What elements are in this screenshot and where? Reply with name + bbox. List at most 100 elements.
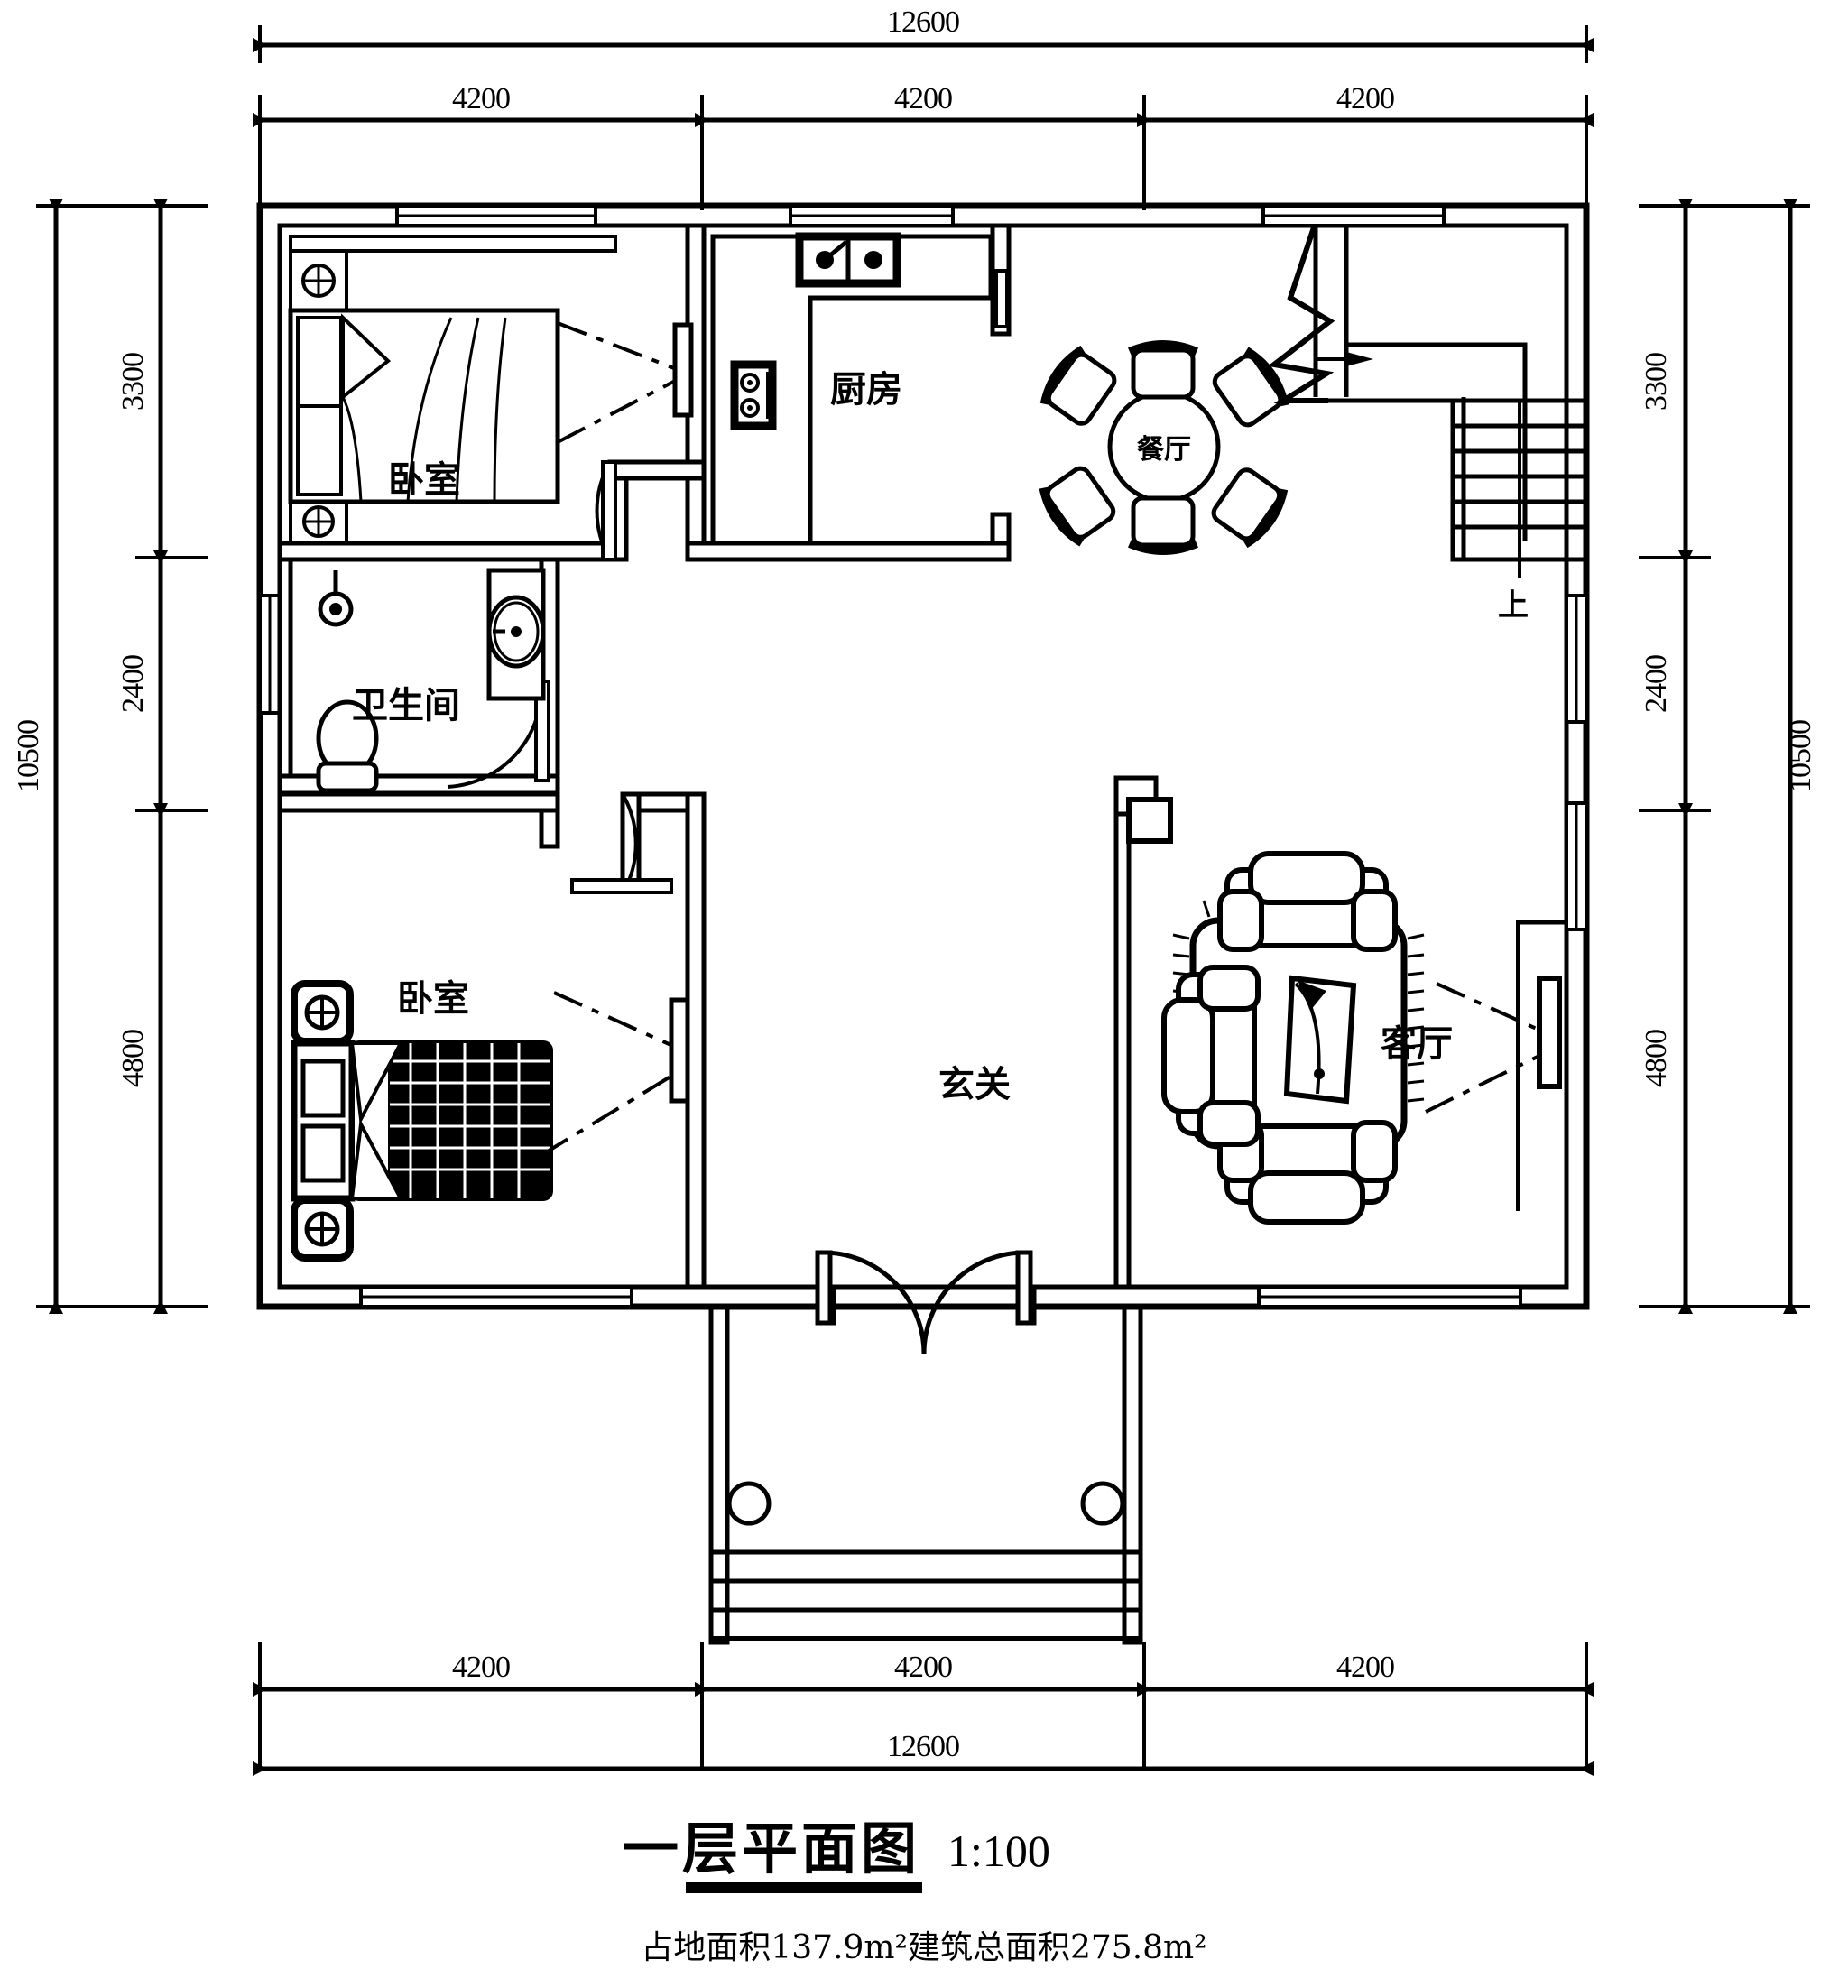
dim-arrow-u: [1678, 803, 1693, 818]
sink-faucet: [823, 240, 848, 262]
bed-pillow-b2: [300, 1123, 346, 1183]
leader-line-c: [553, 991, 676, 1049]
stove-burner-dot-a: [747, 380, 753, 385]
dim-arrow-r: [49, 1299, 63, 1314]
tv-console: [1126, 797, 1173, 844]
sofa-left-arm-b: [1197, 1100, 1261, 1147]
window-bottom-1: [359, 1285, 633, 1308]
porch-column-right: [1080, 1481, 1125, 1526]
dim-arrow-h: [695, 1682, 709, 1697]
dim-arrow-v: [1678, 1299, 1693, 1314]
room-label-bedroom-bottom: 卧室: [397, 978, 469, 1020]
chair-back-n: [1128, 340, 1198, 356]
bed-quilt-fold-a: [341, 313, 392, 402]
door-entry-double: [815, 1250, 1033, 1355]
window-top-3: [1261, 204, 1446, 227]
bed-pillow-b1: [300, 1059, 346, 1118]
leader-line-b: [557, 377, 679, 444]
entry-door-leaf-right: [1015, 1250, 1033, 1326]
sofa-top-back: [1248, 851, 1365, 905]
room-label-bedroom-top: 卧室: [388, 459, 460, 501]
sofa-top: [1217, 851, 1398, 952]
bed-quilt-b: [388, 1041, 552, 1200]
stair-break-symbol: [1267, 227, 1335, 403]
room-label-foyer: 玄关: [938, 1064, 1011, 1105]
entry-door-arc-left: [822, 1250, 927, 1355]
dim-arrow-e: [1137, 113, 1151, 127]
door-leaf-c: [570, 878, 673, 894]
axis-marker-a: [672, 322, 694, 418]
dim-arrow-g: [253, 1682, 267, 1697]
chair-back-nw: [1040, 345, 1086, 405]
porch-wall-left: [708, 1304, 730, 1645]
sofa-left: [1161, 965, 1261, 1147]
chair-seat-sw: [1045, 466, 1116, 540]
wall-shelf-a: [289, 235, 617, 253]
bed-quilt-pattern-b: [390, 1043, 550, 1198]
dining-chair-nw: [1040, 345, 1117, 426]
stair-landing-top: [1346, 342, 1528, 541]
dim-top-seg-2: 4200: [1336, 82, 1394, 116]
stair-up-label: 上: [1498, 587, 1529, 624]
door-leaf-d: [994, 269, 1009, 328]
furniture-dining: [1039, 340, 1289, 555]
bed-quilt-line-c: [455, 317, 480, 503]
leader-line-a: [557, 321, 679, 372]
dim-arrow-f: [1579, 113, 1594, 127]
washbasin-drain: [511, 626, 522, 637]
window-right-2: [1565, 801, 1588, 931]
furniture-bedroom-top: [288, 235, 617, 545]
dining-chair-sw: [1039, 466, 1116, 547]
wall-bedroom-bottom-north-a: [277, 791, 560, 813]
axis-leader-living: [1425, 920, 1566, 1211]
leader-line-d: [540, 1072, 677, 1157]
chair-seat-n: [1131, 347, 1196, 400]
dimension-group-right: [1639, 199, 1810, 1314]
chair-seat-s: [1131, 495, 1196, 548]
chair-seat-nw: [1046, 352, 1117, 426]
dim-arrow-q: [49, 199, 63, 213]
sink-drain-b: [864, 251, 882, 269]
dining-chair-s: [1128, 495, 1198, 555]
dim-arrow-k: [253, 1761, 267, 1776]
dim-top-seg-0: 4200: [452, 82, 510, 116]
sofa-left-arm-t: [1197, 965, 1261, 1012]
room-label-kitchen: 厨房: [830, 369, 902, 411]
window-right-1: [1565, 594, 1588, 724]
chair-back-sw: [1039, 486, 1085, 547]
door-bedroom-top: [595, 460, 617, 561]
wall-bedroom-top-south: [277, 541, 613, 562]
porch-wall-right: [1122, 1304, 1143, 1645]
dim-left-seg-1: 2400: [116, 655, 150, 713]
wall-head-bedroom-top: [607, 459, 707, 481]
leader-line-f: [1425, 1050, 1548, 1114]
bed-fold-b1: [349, 1041, 404, 1125]
entry-door-arc-right: [921, 1250, 1026, 1355]
bed-quilt-line-a: [341, 396, 363, 503]
dim-right-seg-0: 3300: [1640, 353, 1673, 411]
axis-marker-c-line: [1516, 922, 1520, 1211]
sofa-left-back: [1161, 997, 1215, 1114]
dim-bottom-seg-1: 4200: [894, 1651, 952, 1684]
dim-bottom-seg-0: 4200: [452, 1651, 510, 1684]
sofa-bottom: [1217, 1120, 1398, 1225]
bed-quilt-line-d: [493, 317, 507, 503]
dim-arrow-o: [153, 803, 168, 818]
dim-arrow-c: [253, 113, 267, 127]
dimension-group-top: [253, 25, 1594, 210]
bed-quilt-line-b: [406, 317, 453, 503]
room-label-dining: 餐厅: [1137, 434, 1191, 466]
dimension-group-bottom: [253, 1642, 1594, 1776]
dim-bottom-seg-2: 4200: [1336, 1651, 1394, 1684]
sofa-top-arm-r: [1351, 889, 1398, 952]
axis-leader-bedroom-bottom: [540, 991, 690, 1157]
sofa-top-arm-l: [1217, 889, 1264, 952]
window-top-2: [789, 204, 955, 227]
entry-door-leaf-left: [815, 1250, 833, 1326]
dim-arrow-n: [153, 550, 168, 565]
stove-burner-dot-b: [747, 405, 753, 411]
axis-leader-bedroom-top: [557, 321, 694, 444]
furniture-bedroom-bottom: [291, 980, 553, 1262]
drawing-scale: 1:100: [947, 1826, 1050, 1876]
dim-arrow-l: [1579, 1761, 1594, 1776]
